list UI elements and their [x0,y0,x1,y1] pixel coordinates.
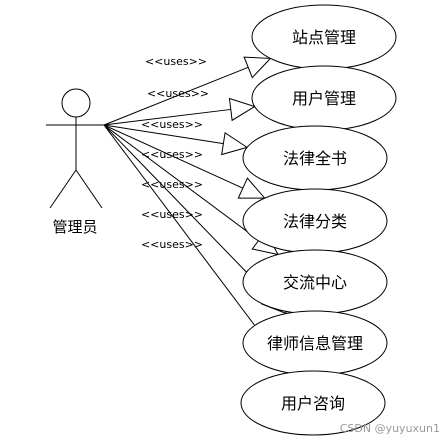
use-case-label: 法律分类 [283,212,347,231]
actor-figure [46,88,106,209]
use-case-label: 律师信息管理 [267,334,363,353]
association-line [103,66,249,126]
uses-stereotype-label: <<uses>> [145,55,207,68]
actor-left-leg [49,169,77,209]
arrowhead-open-triangle [228,97,256,122]
actor-name: 管理员 [52,218,97,236]
uses-stereotype-label: <<uses>> [141,238,203,251]
uses-stereotype-label: <<uses>> [141,208,203,221]
association-line [103,124,271,297]
associations: <<uses>> <<uses>> <<uses>> <<uses>> <<uses>>… [103,55,291,374]
watermark: CSDN @yuyuxun1 [340,422,440,435]
association-line [103,108,231,126]
use-case-label: 用户咨询 [281,394,345,413]
arrowhead-open-triangle [243,56,272,79]
use-case-label: 站点管理 [292,28,356,47]
uses-stereotype-label: <<uses>> [147,87,209,100]
uses-stereotype-label: <<uses>> [141,178,203,191]
association-line [103,124,244,189]
association-line [103,124,277,354]
actor-head [61,88,91,118]
actor-right-leg [75,169,103,209]
association-line [103,124,224,145]
arrowhead-open-triangle [237,177,266,199]
arrowhead-open-triangle [221,131,249,156]
association-line [103,124,260,241]
use-case-label: 法律全书 [283,149,347,168]
use-case-label: 用户管理 [292,89,356,108]
uses-stereotype-label: <<uses>> [141,148,203,161]
use-case-label: 交流中心 [283,273,347,292]
use-case-ellipse [240,370,386,436]
uses-stereotype-label: <<uses>> [141,118,203,131]
